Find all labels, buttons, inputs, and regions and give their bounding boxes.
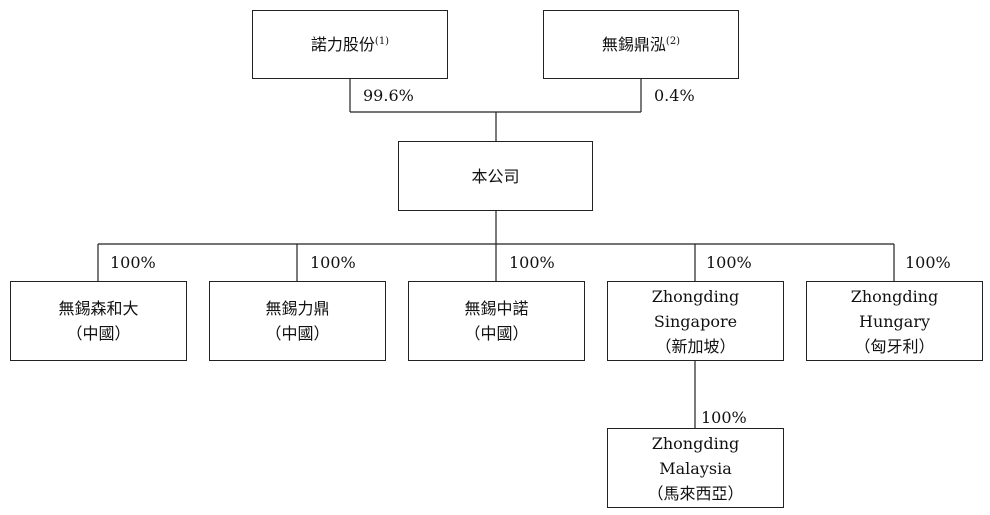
- subsidiary-box-3: 無錫中諾 （中國）: [408, 281, 585, 361]
- subsidiary-5-line-3: （匈牙利）: [854, 336, 935, 356]
- subsidiary-box-4: Zhongding Singapore （新加坡）: [607, 281, 784, 361]
- shareholder-name-2: 無錫鼎泓(2): [602, 32, 680, 57]
- shareholder-box-2: 無錫鼎泓(2): [543, 10, 739, 79]
- shareholder-box-1: 諾力股份(1): [252, 10, 448, 79]
- subsidiary-box-2: 無錫力鼎 （中國）: [209, 281, 386, 361]
- subsidiary-4-line-1: Zhongding: [651, 286, 740, 306]
- subsidiary-stake-4: 100%: [706, 253, 752, 272]
- subsidiary-stake-3: 100%: [509, 253, 555, 272]
- subsidiary-1-line-1: 無錫森和大: [58, 299, 139, 318]
- subsidiary-3-line-2: （中國）: [464, 324, 529, 343]
- shareholder-name-2-text: 無錫鼎泓: [601, 35, 666, 54]
- subsidiary-4-line-3: （新加坡）: [655, 336, 736, 356]
- subsidiary-5-line-2: Hungary: [858, 311, 931, 331]
- subsidiary-3-line-1: 無錫中諾: [464, 299, 529, 318]
- subsidiary-stake-5: 100%: [905, 253, 951, 272]
- subsidiary-box-1: 無錫森和大 （中國）: [10, 281, 187, 361]
- sub-subsidiary-line-3: （馬來西亞）: [647, 483, 744, 503]
- shareholder-stake-2: 0.4%: [654, 86, 695, 105]
- sub-subsidiary-stake: 100%: [701, 408, 747, 427]
- subsidiary-stake-1: 100%: [110, 253, 156, 272]
- subsidiary-5-line-1: Zhongding: [850, 286, 939, 306]
- company-box: 本公司: [398, 141, 593, 211]
- subsidiary-2-line-1: 無錫力鼎: [265, 299, 330, 318]
- shareholder-note-1: (1): [374, 36, 390, 47]
- shareholder-stake-1: 99.6%: [363, 86, 414, 105]
- subsidiary-stake-2: 100%: [310, 253, 356, 272]
- sub-subsidiary-line-2: Malaysia: [659, 458, 732, 478]
- company-name: 本公司: [471, 166, 520, 186]
- sub-subsidiary-box: Zhongding Malaysia （馬來西亞）: [607, 428, 784, 508]
- subsidiary-box-5: Zhongding Hungary （匈牙利）: [806, 281, 983, 361]
- shareholder-note-2: (2): [665, 36, 681, 47]
- subsidiary-1-line-2: （中國）: [66, 324, 131, 343]
- shareholder-name-1-text: 諾力股份: [310, 35, 375, 54]
- shareholder-name-1: 諾力股份(1): [311, 32, 389, 57]
- subsidiary-4-line-2: Singapore: [653, 311, 738, 331]
- subsidiary-2-line-2: （中國）: [265, 324, 330, 343]
- sub-subsidiary-line-1: Zhongding: [651, 433, 740, 453]
